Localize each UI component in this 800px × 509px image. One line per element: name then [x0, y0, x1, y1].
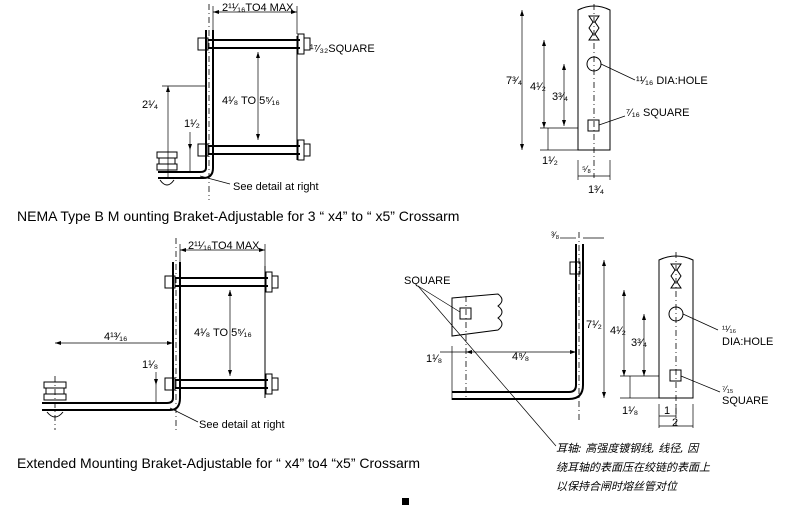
figure1-caption: NEMA Type B M ounting Braket-Adjustable …	[17, 208, 459, 224]
figure1-bracket	[156, 4, 311, 200]
detail1-hole-label: ¹¹⁄₁₆ DIA:HOLE	[636, 75, 708, 87]
figure1-square-label: ¹⁷⁄₃₂SQUARE	[310, 43, 375, 55]
figure2-detail-note: See detail at right	[199, 419, 285, 431]
detail2-left-label: 1¹⁄₈	[426, 353, 442, 365]
detail2-square-label: SQUARE	[404, 275, 450, 287]
detail1-width-label: 1³⁄₄	[588, 184, 605, 196]
detail2-square-top: ⁷⁄₁₅	[722, 384, 734, 394]
detail1-slot-label: 4¹⁄₂	[530, 81, 546, 93]
figure2-drop-label: 1¹⁄₈	[142, 359, 158, 371]
figure1-offset-label: 2¹⁄₄	[142, 99, 159, 111]
detail2-width-label-1: 1	[664, 405, 670, 417]
detail1-overall-label: 7³⁄₄	[506, 75, 523, 87]
detail1-thickness-label: ⁵⁄₈	[582, 164, 591, 174]
note-line-3: 以保持合闸时熔丝管对位	[556, 480, 678, 493]
detail1-plate	[520, 4, 636, 180]
detail2-square-label: SQUARE	[722, 395, 768, 407]
detail2-bottom-label: 1¹⁄₈	[622, 405, 638, 417]
bullet-square	[402, 498, 409, 505]
figure1-clearance-label: 2¹¹⁄₁₆TO4 MAX	[222, 2, 294, 14]
figure2-range-label: 4¹⁄₈ TO 5⁵⁄₁₆	[194, 327, 252, 339]
figure1-drop-label: 1¹⁄₂	[184, 118, 200, 130]
detail2-reach-label: 4⁹⁄₈	[512, 351, 529, 363]
note-line-2: 绕耳轴的表面压在绞链的表面上	[556, 461, 711, 474]
detail2-hole-spacing-label: 3³⁄₄	[631, 337, 648, 349]
detail2-slot-label: 4¹⁄₂	[610, 325, 626, 337]
detail2-hole-label: DIA:HOLE	[722, 336, 773, 348]
detail2-hole-label-top: ¹¹⁄₁₆	[722, 324, 737, 334]
figure2-clearance-label: 2¹¹⁄₁₆TO4 MAX	[188, 240, 260, 252]
figure1-detail-note: See detail at right	[233, 181, 319, 193]
detail2-top-label: ³⁄₈	[551, 230, 560, 240]
detail2-overall-label: 7¹⁄₂	[586, 319, 602, 331]
detail2-assembly	[417, 232, 721, 447]
detail2-width-label-2: 2	[672, 417, 678, 429]
detail1-bottom-label: 1¹⁄₂	[542, 155, 558, 167]
figure2-offset-label: 4¹³⁄₁₆	[104, 331, 127, 343]
figure2-caption: Extended Mounting Braket-Adjustable for …	[17, 455, 420, 471]
figure2-bracket	[42, 238, 279, 430]
detail1-hole-spacing-label: 3³⁄₄	[552, 91, 569, 103]
detail1-square-label: ⁷⁄₁₆ SQUARE	[626, 107, 689, 119]
note-line-1: 耳轴: 高强度镀钢线, 线径, 因	[556, 442, 700, 455]
figure1-range-label: 4¹⁄₈ TO 5⁵⁄₁₆	[222, 95, 280, 107]
